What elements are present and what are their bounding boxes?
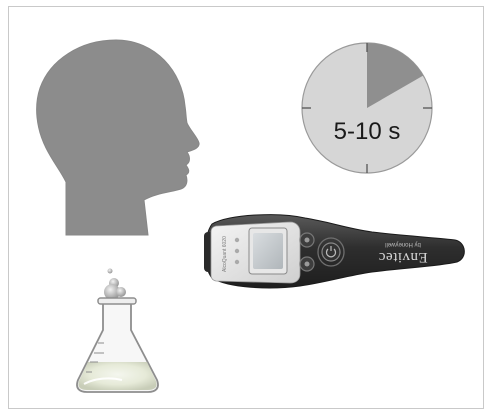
button-top-icon: [305, 238, 310, 243]
led-1: [235, 238, 239, 242]
vapor-bubble-1: [108, 269, 113, 274]
flask-rim: [98, 298, 136, 304]
led-2: [235, 249, 239, 253]
head-silhouette-icon: [37, 40, 199, 235]
timer-clock: 5-10 s: [302, 43, 432, 173]
button-bottom-icon: [305, 262, 310, 267]
flask-icon: [77, 269, 158, 393]
device-brand: Envitec: [378, 249, 427, 265]
breathalyzer-device: AlcoQuant 6020 Envitec by Honeywell: [204, 215, 464, 288]
device-display: [253, 233, 283, 269]
timer-label: 5-10 s: [334, 118, 401, 145]
led-3: [235, 260, 239, 264]
device-model-text: AlcoQuant 6020: [222, 236, 228, 272]
device-power-button[interactable]: [322, 243, 340, 261]
flask-liquid: [78, 362, 156, 390]
vapor-bubble-4: [116, 287, 126, 297]
device-brand-sub: by Honeywell: [385, 241, 421, 247]
